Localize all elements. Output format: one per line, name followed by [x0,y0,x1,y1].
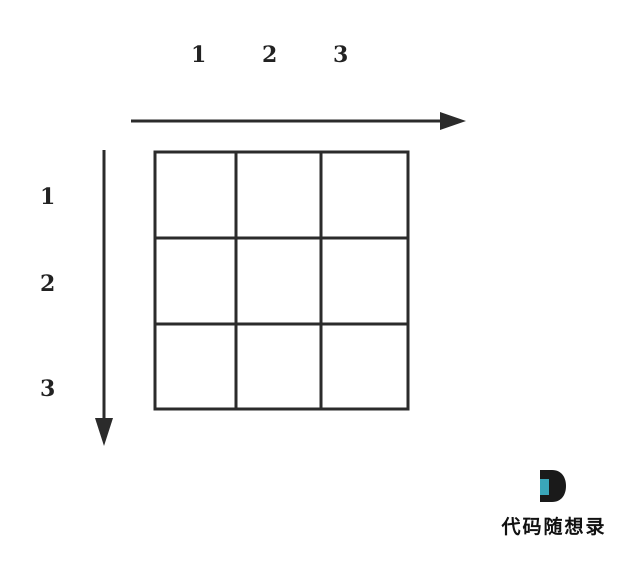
row-label-2: 2 [40,271,56,297]
column-label-1: 1 [191,42,207,68]
logo: 代码随想录 [494,468,614,538]
column-label-2: 2 [262,42,278,68]
grid-border [153,150,410,411]
grid-3x3 [153,150,410,411]
horizontal-arrow [131,112,466,130]
logo-d-icon [540,470,566,502]
row-label-1: 1 [40,184,56,210]
logo-text: 代码随想录 [501,516,607,538]
row-label-3: 3 [40,376,56,402]
column-label-3: 3 [333,42,349,68]
vertical-arrow [95,150,113,446]
